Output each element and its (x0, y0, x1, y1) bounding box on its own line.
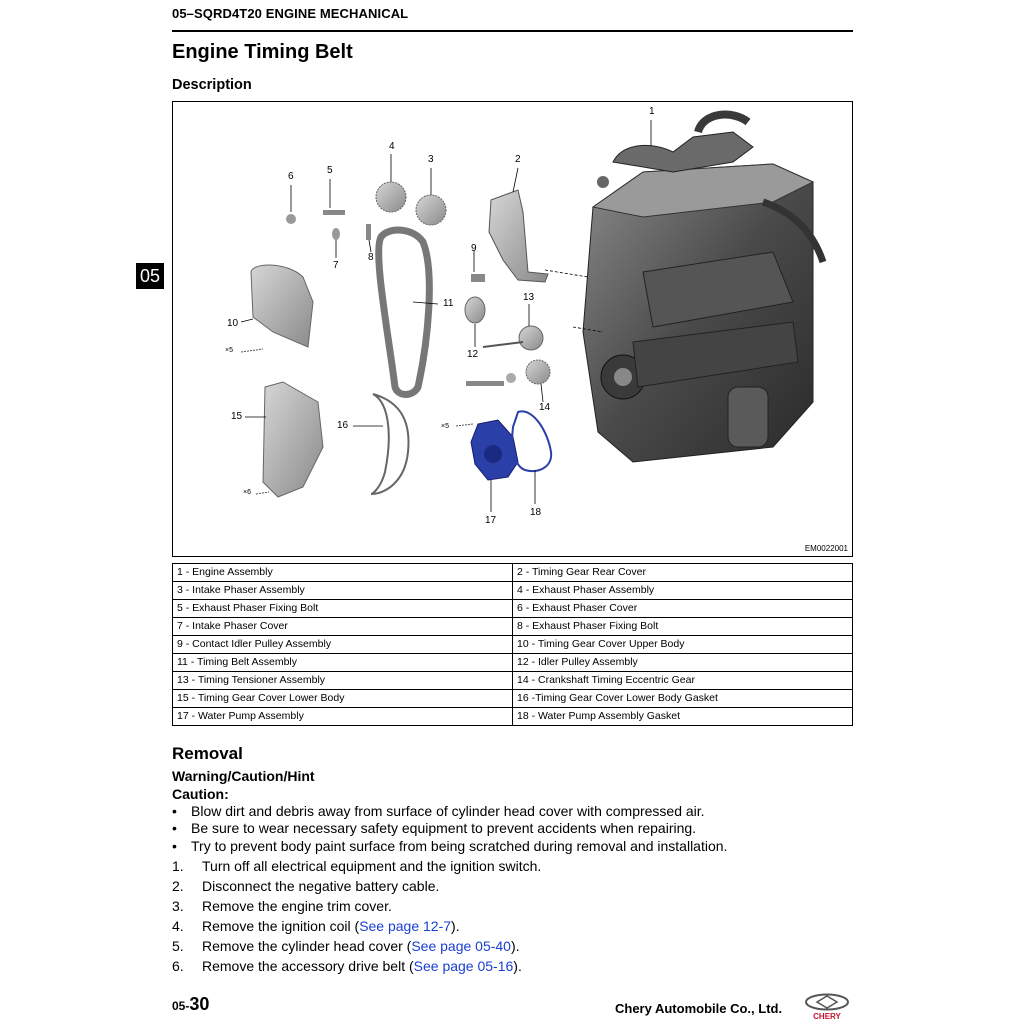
callout-7: 7 (333, 260, 339, 271)
callout-14: 14 (539, 402, 551, 413)
callout-17: 17 (485, 515, 497, 526)
legend-cell: 1 - Engine Assembly (172, 563, 513, 582)
callout-10: 10 (227, 318, 239, 329)
callout-13: 13 (523, 292, 535, 303)
caution-item: •Try to prevent body paint surface from … (172, 837, 728, 854)
page-title: Engine Timing Belt (172, 41, 353, 63)
description-heading: Description (172, 77, 252, 93)
engine-assembly-drawing (582, 110, 827, 463)
legend-cell: 3 - Intake Phaser Assembly (172, 581, 513, 600)
step-item: 1.Turn off all electrical equipment and … (172, 858, 542, 874)
exploded-view-figure: 1 2 3 4 5 6 7 8 9 10 11 12 13 14 15 16 1… (172, 101, 853, 557)
callout-11: 11 (443, 298, 454, 309)
step-item: 3.Remove the engine trim cover. (172, 898, 392, 914)
caution-item: •Be sure to wear necessary safety equipm… (172, 820, 697, 837)
header-rule (172, 30, 853, 32)
callout-18: 18 (530, 507, 542, 518)
removal-heading: Removal (172, 744, 243, 763)
page-reference-link[interactable]: See page 05-16 (413, 958, 514, 974)
caution-item: •Blow dirt and debris away from surface … (172, 803, 705, 819)
multiplier-label: ×5 (441, 423, 449, 430)
legend-cell: 2 - Timing Gear Rear Cover (512, 563, 853, 582)
section-tab: 05 (136, 263, 164, 289)
callout-2: 2 (515, 154, 521, 165)
figure-id: EM0022001 (804, 544, 848, 553)
page-reference-link[interactable]: See page 12-7 (359, 918, 452, 934)
legend-cell: 18 - Water Pump Assembly Gasket (512, 707, 853, 726)
legend-cell: 7 - Intake Phaser Cover (172, 617, 513, 636)
legend-cell: 6 - Exhaust Phaser Cover (512, 599, 853, 618)
legend-cell: 12 - Idler Pulley Assembly (512, 653, 853, 672)
callout-12: 12 (467, 349, 479, 360)
chery-logo: CHERY (803, 993, 851, 1026)
step-item: 4.Remove the ignition coil (See page 12-… (172, 918, 460, 934)
callout-5: 5 (327, 165, 333, 176)
legend-cell: 10 - Timing Gear Cover Upper Body (512, 635, 853, 654)
company-name: Chery Automobile Co., Ltd. (615, 1001, 783, 1016)
legend-cell: 4 - Exhaust Phaser Assembly (512, 581, 853, 600)
chery-logo-icon: CHERY (805, 993, 849, 1021)
caution-list: •Blow dirt and debris away from surface … (172, 803, 727, 855)
legend-cell: 15 - Timing Gear Cover Lower Body (172, 689, 513, 708)
step-item: 6.Remove the accessory drive belt (See p… (172, 958, 522, 974)
callout-16: 16 (337, 420, 349, 431)
warning-heading: Warning/Caution/Hint (172, 768, 315, 784)
legend-cell: 14 - Crankshaft Timing Eccentric Gear (512, 671, 853, 690)
callout-6: 6 (288, 171, 294, 182)
removal-steps: 1.Turn off all electrical equipment and … (172, 856, 541, 976)
multiplier-label: ×5 (225, 347, 233, 354)
page-reference-link[interactable]: See page 05-40 (411, 938, 511, 954)
callout-15: 15 (231, 411, 243, 422)
legend-cell: 17 - Water Pump Assembly (172, 707, 513, 726)
legend-cell: 8 - Exhaust Phaser Fixing Bolt (512, 617, 853, 636)
legend-cell: 11 - Timing Belt Assembly (172, 653, 513, 672)
multiplier-label: ×6 (243, 489, 251, 496)
step-item: 5.Remove the cylinder head cover (See pa… (172, 938, 520, 954)
legend-cell: 16 -Timing Gear Cover Lower Body Gasket (512, 689, 853, 708)
callout-9: 9 (471, 243, 477, 254)
callout-1: 1 (649, 106, 655, 117)
exploded-view-illustration (240, 110, 827, 512)
callout-8: 8 (368, 252, 374, 263)
logo-wordmark: CHERY (813, 1012, 841, 1021)
running-header: 05–SQRD4T20 ENGINE MECHANICAL (172, 6, 409, 21)
callout-3: 3 (428, 154, 434, 165)
page-number: 05-30 (172, 994, 210, 1014)
legend-cell: 9 - Contact Idler Pulley Assembly (172, 635, 513, 654)
callout-4: 4 (389, 141, 395, 152)
caution-label: Caution: (172, 786, 229, 802)
legend-cell: 13 - Timing Tensioner Assembly (172, 671, 513, 690)
step-item: 2.Disconnect the negative battery cable. (172, 878, 440, 894)
legend-cell: 5 - Exhaust Phaser Fixing Bolt (172, 599, 513, 618)
